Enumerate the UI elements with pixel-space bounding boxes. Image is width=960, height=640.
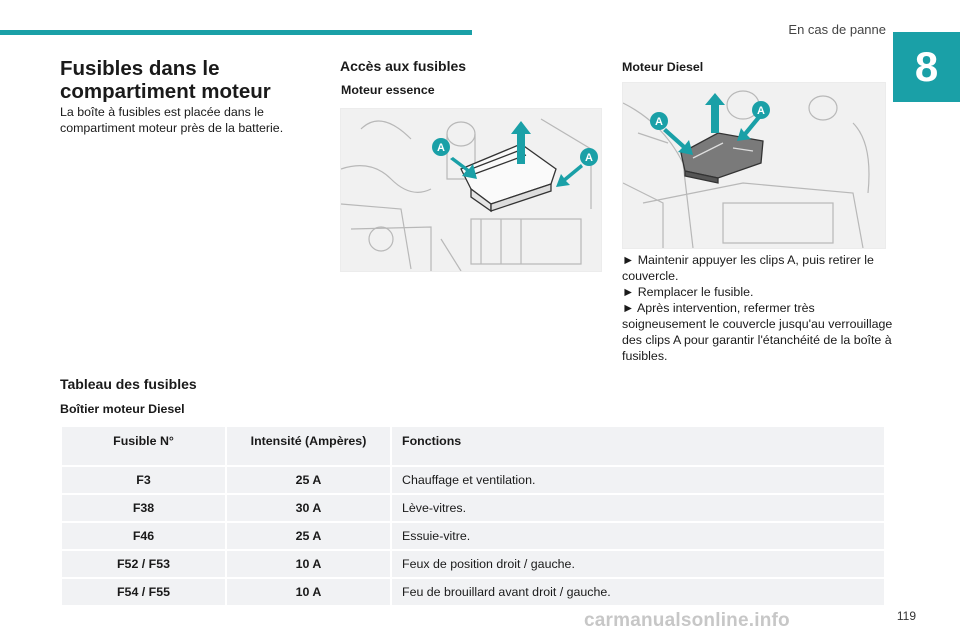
table-row: F46 25 A Essuie-vitre.	[60, 521, 886, 551]
fuse-function: Essuie-vitre.	[390, 521, 886, 551]
fuse-function: Lève-vitres.	[390, 493, 886, 523]
callout-label: A	[437, 142, 445, 154]
fuse-number: F3	[60, 465, 227, 495]
petrol-fusebox-illustration: A A	[340, 108, 602, 272]
procedure-step: ► Remplacer le fusible.	[622, 285, 754, 299]
page-title: Fusibles dans le compartiment moteur	[60, 57, 271, 103]
watermark: carmanualsonline.info	[584, 610, 790, 631]
chapter-badge: 8	[893, 32, 960, 102]
intro-text: La boîte à fusibles est placée dans le c…	[60, 105, 284, 135]
column-header-amperage: Intensité (Ampères)	[225, 425, 392, 467]
header-accent-bar	[0, 30, 472, 35]
procedure-step: ► Après intervention, refermer très soig…	[622, 301, 893, 363]
table-header-row: Fusible N° Intensité (Ampères) Fonctions	[60, 425, 886, 467]
diesel-engine-label: Moteur Diesel	[622, 60, 704, 74]
table-row: F38 30 A Lève-vitres.	[60, 493, 886, 523]
fuse-function: Feux de position droit / gauche.	[390, 549, 886, 579]
fuse-amperage: 30 A	[225, 493, 392, 523]
section-title: En cas de panne	[788, 22, 886, 37]
callout-label: A	[585, 152, 593, 164]
fuse-table: Fusible N° Intensité (Ampères) Fonctions…	[60, 425, 886, 607]
fuse-amperage: 10 A	[225, 577, 392, 607]
fuse-amperage: 25 A	[225, 465, 392, 495]
fuse-number: F46	[60, 521, 227, 551]
fuse-number: F38	[60, 493, 227, 523]
table-row: F54 / F55 10 A Feu de brouillard avant d…	[60, 577, 886, 607]
fuse-function: Feu de brouillard avant droit / gauche.	[390, 577, 886, 607]
access-title: Accès aux fusibles	[340, 58, 467, 74]
petrol-engine-label: Moteur essence	[341, 83, 435, 97]
fuse-number: F52 / F53	[60, 549, 227, 579]
callout-label: A	[757, 105, 765, 117]
table-row: F3 25 A Chauffage et ventilation.	[60, 465, 886, 495]
diesel-fusebox-illustration: A A	[622, 82, 886, 249]
table-row: F52 / F53 10 A Feux de position droit / …	[60, 549, 886, 579]
page-number: 119	[896, 609, 916, 623]
fuse-amperage: 10 A	[225, 549, 392, 579]
callout-label: A	[655, 116, 663, 128]
fuse-amperage: 25 A	[225, 521, 392, 551]
fuse-number: F54 / F55	[60, 577, 227, 607]
fuse-function: Chauffage et ventilation.	[390, 465, 886, 495]
procedure-step: ► Maintenir appuyer les clips A, puis re…	[622, 253, 874, 283]
column-header-functions: Fonctions	[390, 425, 886, 467]
fuse-box-subtitle: Boîtier moteur Diesel	[60, 402, 185, 416]
column-header-fuse: Fusible N°	[60, 425, 227, 467]
procedure-steps: ► Maintenir appuyer les clips A, puis re…	[622, 252, 897, 364]
fuse-table-title: Tableau des fusibles	[60, 376, 197, 392]
